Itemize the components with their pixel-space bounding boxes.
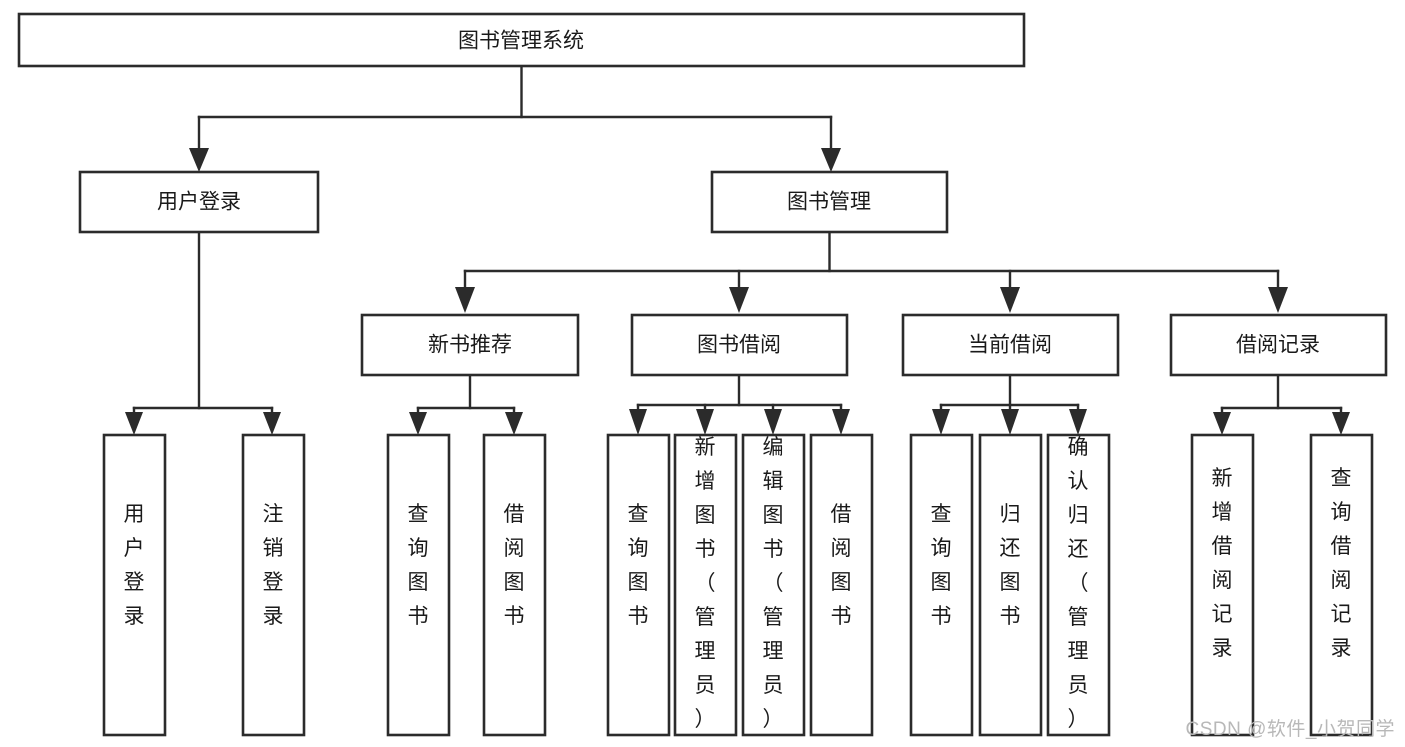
leaf-node-query-book-cb[interactable]: 查询图书 <box>909 433 974 737</box>
leaf-node-borrow-book-nb[interactable]: 借阅图书 <box>482 433 547 737</box>
node-label-book-borrow: 图书借阅 <box>697 334 781 357</box>
arrow-head-icon <box>263 412 281 435</box>
node-label-borrow-record: 借阅记录 <box>1236 334 1320 357</box>
node-label-root: 图书管理系统 <box>458 30 584 53</box>
arrow-head-icon <box>629 409 647 435</box>
arrow-head-icon <box>932 409 950 435</box>
arrow-head-icon <box>1000 287 1020 313</box>
arrow-head-icon <box>455 287 475 313</box>
node-book-borrow[interactable]: 图书借阅 <box>630 313 849 377</box>
node-label-leaf-13: 查询借阅记录 <box>1331 467 1352 660</box>
node-label-leaf-2: 注销登录 <box>263 503 284 628</box>
connector-group-current-borrow <box>932 373 1087 435</box>
leaf-node-borrow-book-bb[interactable]: 借阅图书 <box>809 433 874 737</box>
arrow-head-icon <box>1001 409 1019 435</box>
node-label-user-login: 用户登录 <box>157 191 241 214</box>
node-box-leaf-4[interactable] <box>482 433 547 737</box>
node-label-leaf-8: 借阅图书 <box>831 503 852 628</box>
arrow-head-icon <box>821 148 841 172</box>
node-box-leaf-6[interactable] <box>673 433 738 737</box>
node-label-new-book: 新书推荐 <box>428 334 512 357</box>
arrow-head-icon <box>1069 409 1087 435</box>
arrow-head-icon <box>764 409 782 435</box>
node-label-leaf-12: 新增借阅记录 <box>1212 467 1233 660</box>
node-box-current-borrow[interactable] <box>901 313 1120 377</box>
leaf-node-add-book-admin[interactable]: 新增图书（管理员） <box>673 433 738 737</box>
node-label-leaf-9: 查询图书 <box>931 503 952 628</box>
node-label-leaf-1: 用户登录 <box>124 503 145 628</box>
arrow-head-icon <box>1268 287 1288 313</box>
node-label-leaf-11: 确认归还（管理员） <box>1068 436 1089 731</box>
arrow-head-icon <box>696 409 714 435</box>
leaf-node-query-book-bb[interactable]: 查询图书 <box>606 433 671 737</box>
node-label-leaf-5: 查询图书 <box>628 503 649 628</box>
node-label-book-manage: 图书管理 <box>787 191 871 214</box>
node-label-leaf-3: 查询图书 <box>408 503 429 628</box>
connector-group-book-manage <box>455 230 1288 313</box>
node-box-borrow-record[interactable] <box>1169 313 1388 377</box>
connector-group-root <box>189 64 841 172</box>
connector-group-user-login <box>125 230 281 435</box>
node-current-borrow[interactable]: 当前借阅 <box>901 313 1120 377</box>
node-label-leaf-10: 归还图书 <box>1000 503 1021 628</box>
node-box-new-book[interactable] <box>360 313 580 377</box>
node-box-leaf-3[interactable] <box>386 433 451 737</box>
arrow-head-icon <box>729 287 749 313</box>
node-user-login[interactable]: 用户登录 <box>78 170 320 234</box>
node-label-leaf-4: 借阅图书 <box>504 503 525 628</box>
node-box-leaf-7[interactable] <box>741 433 806 737</box>
node-box-leaf-13[interactable] <box>1309 433 1374 737</box>
node-box-leaf-5[interactable] <box>606 433 671 737</box>
node-box-root[interactable] <box>17 12 1026 68</box>
node-box-leaf-12[interactable] <box>1190 433 1255 737</box>
node-box-leaf-11[interactable] <box>1046 433 1111 737</box>
connector-group-borrow-record <box>1213 373 1350 435</box>
leaf-node-query-borrow-record[interactable]: 查询借阅记录 <box>1309 433 1374 737</box>
node-label-leaf-6: 新增图书（管理员） <box>695 436 716 731</box>
leaf-node-add-borrow-record[interactable]: 新增借阅记录 <box>1190 433 1255 737</box>
node-box-leaf-10[interactable] <box>978 433 1043 737</box>
leaf-node-return-book[interactable]: 归还图书 <box>978 433 1043 737</box>
node-borrow-record[interactable]: 借阅记录 <box>1169 313 1388 377</box>
leaf-node-user-login[interactable]: 用户登录 <box>102 433 167 737</box>
node-book-manage[interactable]: 图书管理 <box>710 170 949 234</box>
leaf-node-confirm-return-admin[interactable]: 确认归还（管理员） <box>1046 433 1111 737</box>
leaf-node-logout[interactable]: 注销登录 <box>241 433 306 737</box>
node-root[interactable]: 图书管理系统 <box>17 12 1026 68</box>
node-box-leaf-9[interactable] <box>909 433 974 737</box>
watermark-text: CSDN @软件_小贺同学 <box>1185 719 1395 740</box>
arrow-head-icon <box>189 148 209 172</box>
node-new-book[interactable]: 新书推荐 <box>360 313 580 377</box>
node-label-current-borrow: 当前借阅 <box>968 334 1052 357</box>
arrow-head-icon <box>1213 412 1231 435</box>
connector-group-new-book <box>409 373 523 435</box>
leaf-node-edit-book-admin[interactable]: 编辑图书（管理员） <box>741 433 806 737</box>
node-label-leaf-7: 编辑图书（管理员） <box>763 436 784 731</box>
arrow-head-icon <box>832 409 850 435</box>
node-box-user-login[interactable] <box>78 170 320 234</box>
node-box-book-borrow[interactable] <box>630 313 849 377</box>
arrow-head-icon <box>125 412 143 435</box>
leaf-node-query-book-nb[interactable]: 查询图书 <box>386 433 451 737</box>
arrow-head-icon <box>1332 412 1350 435</box>
node-box-leaf-8[interactable] <box>809 433 874 737</box>
arrow-head-icon <box>505 412 523 435</box>
node-box-leaf-2[interactable] <box>241 433 306 737</box>
arrow-head-icon <box>409 412 427 435</box>
node-box-leaf-1[interactable] <box>102 433 167 737</box>
connector-group-book-borrow <box>629 373 850 435</box>
node-box-book-manage[interactable] <box>710 170 949 234</box>
